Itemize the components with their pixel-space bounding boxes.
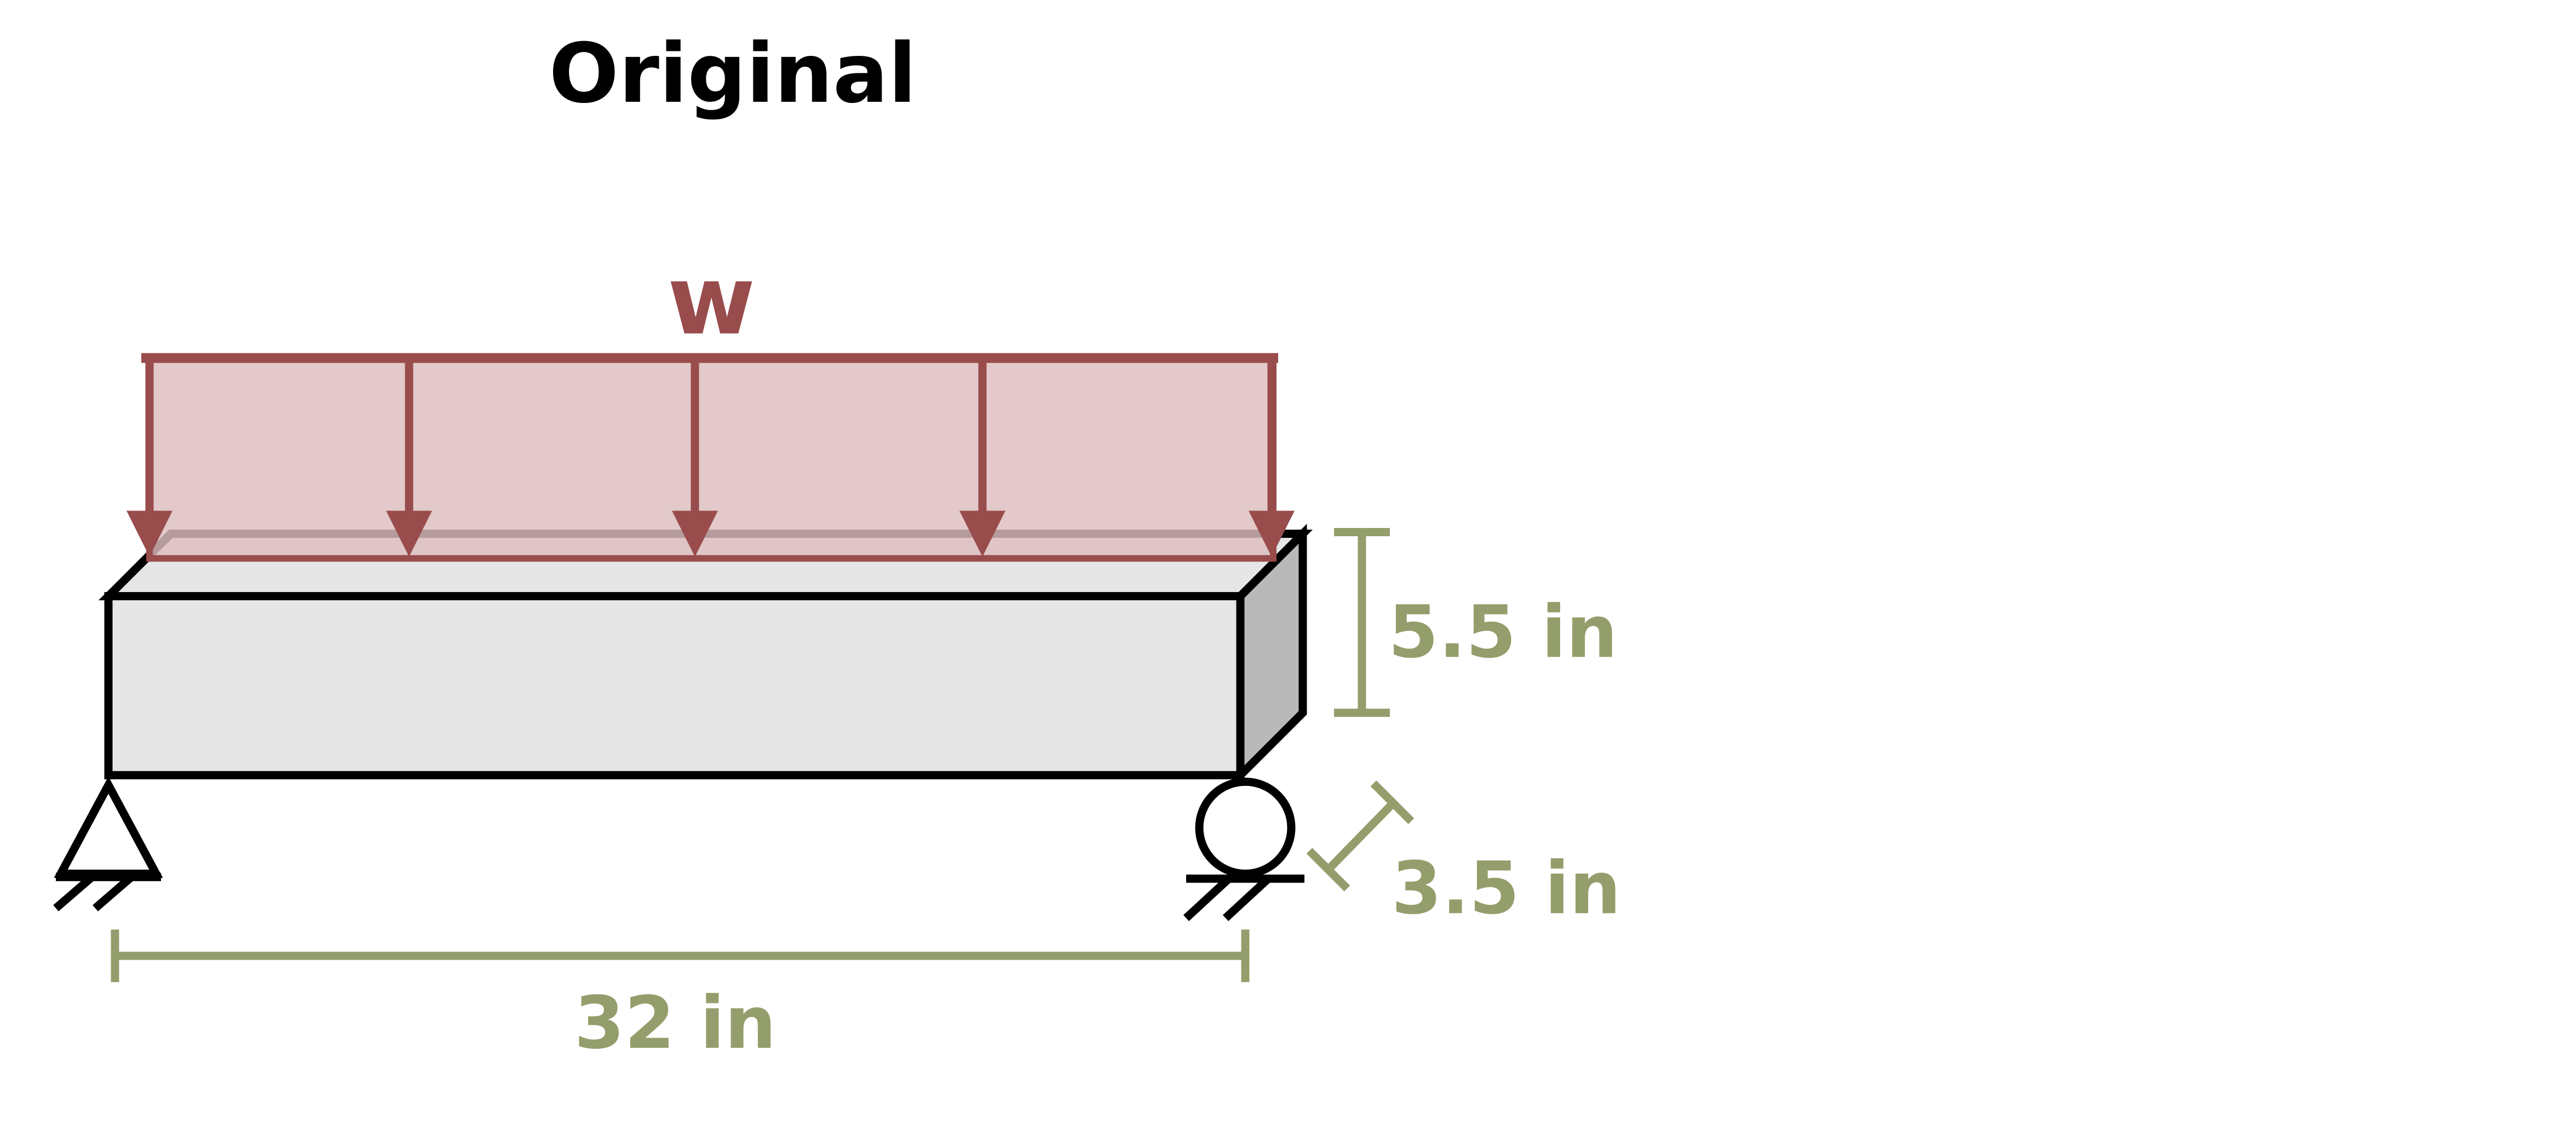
- load-arrow: [127, 358, 173, 557]
- load-label: w: [668, 246, 756, 357]
- load-arrow: [1249, 358, 1295, 557]
- load-arrow: [672, 358, 718, 557]
- height-label: 5.5 in: [1388, 590, 1618, 674]
- load-area: [146, 354, 1277, 562]
- load-arrow: [959, 358, 1005, 557]
- depth-dimension: 3.5 in: [1306, 780, 1621, 931]
- pin-support: [53, 776, 163, 911]
- beam: [98, 524, 1313, 785]
- distributed-load: w: [127, 246, 1295, 562]
- diagram-title: Original: [549, 26, 916, 122]
- roller-support: [1183, 777, 1304, 921]
- depth-label: 3.5 in: [1392, 847, 1621, 931]
- span-label: 32 in: [574, 981, 777, 1065]
- beam-front-face: [104, 592, 1245, 779]
- span-dimension: 32 in: [111, 929, 1250, 1065]
- load-arrow: [386, 358, 432, 557]
- height-dimension: 5.5 in: [1334, 528, 1618, 717]
